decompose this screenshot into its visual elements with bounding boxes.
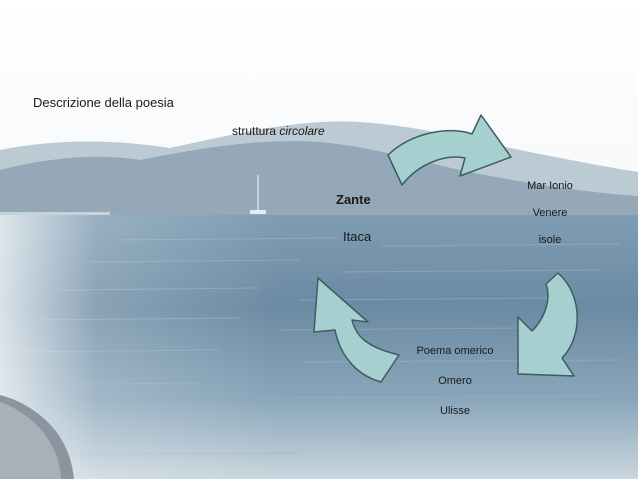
subtitle-prefix: struttura — [232, 124, 280, 138]
subtitle: struttura circolare — [232, 124, 325, 138]
slide-heading: Descrizione della poesia — [33, 95, 174, 110]
center-item-zante: Zante — [336, 192, 371, 207]
cycle-arrow-left — [313, 277, 400, 383]
cycle-arrow-top — [387, 114, 512, 186]
center-item-itaca: Itaca — [343, 229, 372, 244]
cycle-arrow-right — [517, 272, 578, 377]
right-item-mar-ionio: Mar Ionio — [527, 180, 573, 192]
subtitle-emphasis: circolare — [279, 124, 325, 138]
bottom-item-ulisse: Ulisse — [440, 405, 470, 417]
bottom-item-omero: Omero — [438, 375, 472, 387]
bottom-text-group: Poema omerico Omero Ulisse — [395, 345, 515, 435]
right-item-isole: isole — [538, 234, 562, 246]
right-text-group: Mar Ionio Venere isole — [505, 180, 595, 261]
bottom-item-poema-omerico: Poema omerico — [416, 345, 494, 357]
right-item-venere: Venere — [532, 207, 568, 219]
